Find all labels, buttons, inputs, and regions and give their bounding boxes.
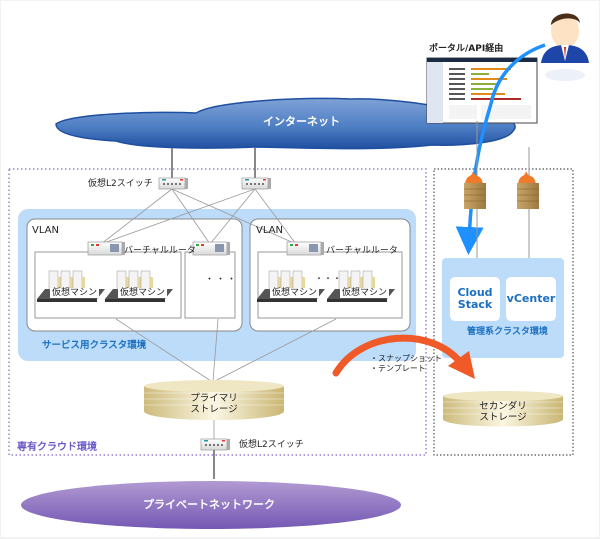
portal-screenshot-icon <box>426 57 538 124</box>
virtual-router-label: バーチャルルータ <box>124 246 196 256</box>
server-icon <box>292 270 303 290</box>
dedicated-cloud-label: 専有クラウド環境 <box>17 442 97 453</box>
secondary-storage-line2: ストレージ <box>479 411 527 423</box>
virtual-router-icon <box>286 241 324 256</box>
l2-switch-icon <box>241 177 271 190</box>
l2-switch-label: 仮想L2スイッチ <box>239 440 304 450</box>
secondary-storage-line1: セカンダリ <box>479 401 527 412</box>
vm-label: 仮想マシン <box>50 288 100 299</box>
connection-lines <box>100 188 337 441</box>
server-icon <box>280 270 291 290</box>
copy-items: ・スナップショット ・テンプレート <box>370 354 442 373</box>
server-icon <box>72 270 83 290</box>
firewall-icon <box>517 171 539 209</box>
primary-storage-line1: プライマリ <box>190 393 238 404</box>
dedicated-cloud-boundary <box>8 168 427 456</box>
vlan-label: VLAN <box>256 225 283 236</box>
primary-storage-icon <box>144 380 284 420</box>
private-network-ellipse <box>21 481 401 529</box>
virtual-router-icon <box>87 241 125 256</box>
server-icon <box>350 270 361 290</box>
server-icon <box>128 270 139 290</box>
virtual-router-label: バーチャルルータ <box>326 246 398 256</box>
ellipsis: ・・・ <box>315 274 342 283</box>
copy-arrow <box>332 334 475 379</box>
server-icon <box>268 270 279 290</box>
l2-switch-icon <box>158 177 188 190</box>
cloudstack-line2: Stack <box>457 298 493 311</box>
l2-switch-icon <box>200 438 230 451</box>
virtual-router-icon <box>192 241 230 256</box>
internet-label: インターネット <box>263 115 340 128</box>
server-icon <box>362 270 373 290</box>
l2-switch-label: 仮想L2スイッチ <box>88 179 153 189</box>
firewall-icon <box>464 171 486 209</box>
secondary-storage-label: セカンダリ ストレージ <box>473 401 533 424</box>
user-icon <box>541 13 589 81</box>
server-icon <box>140 270 151 290</box>
primary-storage-line2: ストレージ <box>190 403 238 415</box>
vm-label: 仮想マシン <box>340 288 390 299</box>
vm-label: 仮想マシン <box>270 288 320 299</box>
vcenter-card: vCenter <box>506 277 556 321</box>
ellipsis: ・・・ <box>205 275 239 285</box>
management-cluster-label: 管理系クラスタ環境 <box>467 327 548 337</box>
vm-label: 仮想マシン <box>118 288 168 299</box>
internet-cloud <box>55 97 516 150</box>
vcenter-label: vCenter <box>506 291 556 305</box>
cloudstack-line1: Cloud <box>457 285 493 299</box>
management-boundary <box>433 168 574 456</box>
secondary-storage-icon <box>443 391 563 427</box>
server-icon <box>60 270 71 290</box>
service-cluster-label: サービス用クラスタ環境 <box>42 340 147 351</box>
template-item: ・テンプレート <box>370 363 426 373</box>
private-network-label: プライベートネットワーク <box>143 498 275 511</box>
primary-storage-label: プライマリ ストレージ <box>184 393 244 416</box>
server-icon <box>48 270 59 290</box>
vlan-label: VLAN <box>32 225 59 236</box>
server-icon <box>116 270 127 290</box>
snapshot-item: ・スナップショット <box>370 354 442 363</box>
portal-label: ポータル/API経由 <box>429 44 504 54</box>
